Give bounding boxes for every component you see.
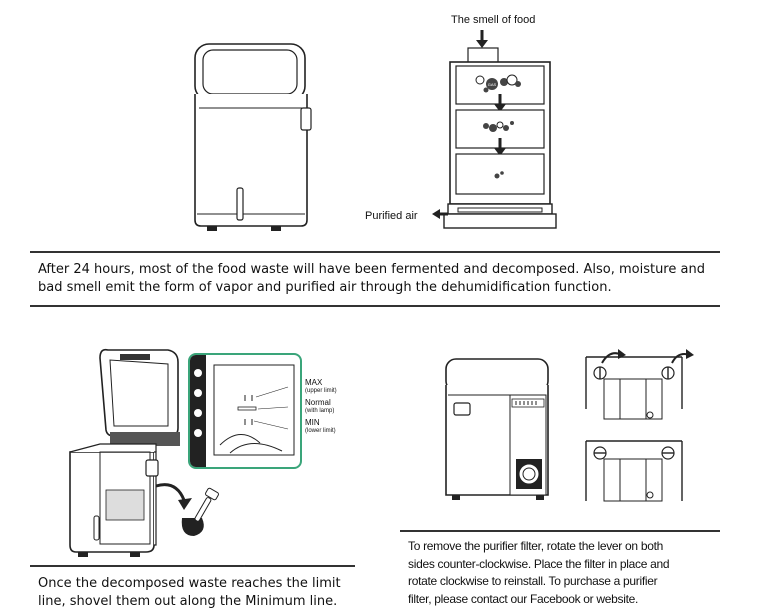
composter-back-illustration (445, 358, 549, 500)
caption-shovel-line1: Once the decomposed waste reaches the li… (38, 576, 341, 591)
caption-filter-line2: sides counter-clockwise. Place the filte… (408, 556, 670, 571)
min-note: (lower limit) (305, 428, 336, 434)
level-labels: MAX (upper limit) Normal (with lamp) MIN… (305, 379, 337, 435)
inset-button-icon-3 (194, 409, 202, 417)
caption-filter-line3: rotate clockwise to reinstall. To purcha… (408, 574, 658, 588)
max-note: (upper limit) (305, 388, 337, 394)
composter-illustration-top (194, 43, 312, 231)
lever-left-locked-icon (593, 446, 607, 460)
divider-2 (30, 305, 720, 307)
smell-of-food-label: The smell of food (451, 14, 536, 26)
divider-4 (400, 530, 720, 532)
filter-diagram: GAS (432, 30, 557, 229)
inset-button-icon-2 (194, 389, 202, 397)
caption-fermentation: After 24 hours, most of the food waste w… (38, 261, 738, 297)
gas-bubbles-icon: GAS (475, 74, 521, 93)
shovel-icon (181, 487, 219, 536)
smell-arrow-icon (476, 30, 488, 48)
vent-icon (515, 401, 537, 405)
down-arrow-icon-2 (494, 138, 506, 156)
divider-1 (30, 251, 720, 253)
level-inset (188, 353, 302, 469)
level-inset-drawing (190, 355, 295, 467)
inset-button-icon (194, 369, 202, 377)
caption-filter: To remove the purifier filter, rotate th… (408, 538, 738, 608)
caption-filter-line1: To remove the purifier filter, rotate th… (408, 539, 663, 553)
divider-3 (30, 565, 355, 567)
caption-fermentation-line1: After 24 hours, most of the food waste w… (38, 262, 705, 277)
reduced-gas-icon (483, 121, 514, 132)
max-label: MAX (305, 378, 323, 387)
down-arrow-icon (494, 94, 506, 112)
caption-shovel-line2: line, shovel them out along the Minimum … (38, 594, 338, 609)
caption-fermentation-line2: bad smell emit the form of vapor and pur… (38, 280, 612, 295)
purified-air-label: Purified air (365, 210, 418, 222)
open-composter-illustration (69, 348, 219, 557)
rotate-arrow-right-icon (671, 349, 694, 364)
filter-rotation-diagram (585, 349, 694, 502)
outlet-arrow-icon (432, 209, 448, 219)
clean-air-icon (494, 171, 504, 179)
min-label: MIN (305, 418, 320, 427)
caption-shovel: Once the decomposed waste reaches the li… (38, 575, 368, 611)
gas-label: GAS (488, 82, 497, 87)
normal-note: (with lamp) (305, 408, 335, 414)
lever-right-locked-icon (661, 446, 675, 460)
lever-left-icon (593, 366, 607, 380)
normal-label: Normal (305, 398, 331, 407)
inset-button-icon-4 (194, 429, 202, 437)
rotate-arrow-left-icon (601, 349, 626, 364)
caption-filter-line4: filter, please contact our Facebook or w… (408, 591, 639, 606)
lever-right-icon (661, 366, 675, 380)
scoop-arrow-icon (155, 483, 192, 510)
